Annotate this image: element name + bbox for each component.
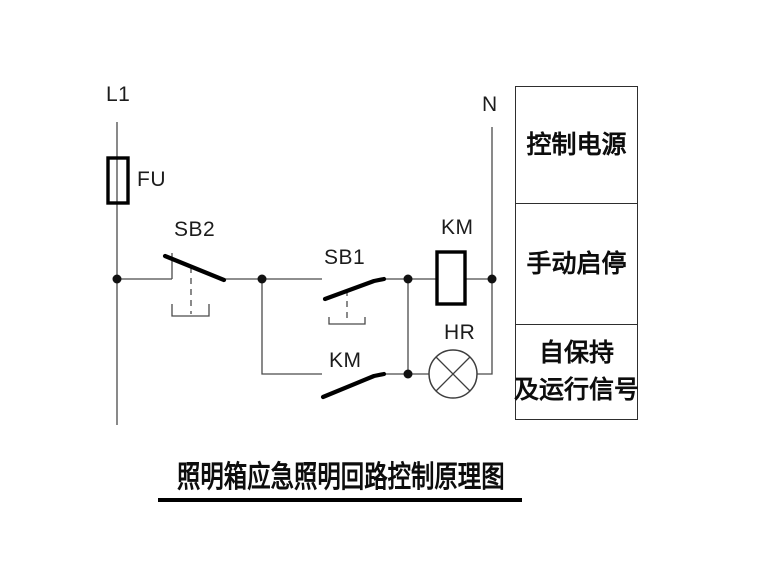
sb1-no-contact-blade <box>322 276 387 302</box>
phase-l1-label: L1 <box>106 83 131 106</box>
drawing-title: 照明箱应急照明回路控制原理图 <box>177 461 505 494</box>
indicator-lamp-symbol <box>428 349 478 399</box>
junction-dot <box>487 274 497 284</box>
sb2-nc-contact-blade <box>162 253 227 283</box>
table-row-self-hold-signal: 自保持 及运行信号 <box>514 324 640 418</box>
n-rail-wire <box>477 127 493 375</box>
contactor-coil-symbol <box>435 250 467 306</box>
table-cell-text: 及运行信号 <box>514 375 640 404</box>
lamp-label: HR <box>444 321 476 344</box>
neutral-n-label: N <box>482 93 498 116</box>
junction-dot <box>112 274 122 284</box>
table-row-manual-start-stop: 手动启停 <box>516 203 637 324</box>
km-no-contact-blade <box>320 371 387 400</box>
title-underline <box>158 498 522 502</box>
sb1-pushbutton-actuator <box>328 317 366 325</box>
junction-dot <box>403 274 413 284</box>
self-hold-branch-wire <box>261 279 322 375</box>
start-button-label: SB1 <box>324 246 366 269</box>
junction-dots <box>112 274 497 379</box>
table-cell-text: 手动启停 <box>526 249 627 278</box>
table-cell-text: 控制电源 <box>526 130 627 159</box>
junction-dot <box>257 274 267 284</box>
function-table: 控制电源 手动启停 自保持 及运行信号 <box>514 86 640 420</box>
contactor-contact-label: KM <box>329 349 362 372</box>
stop-button-label: SB2 <box>174 218 216 241</box>
fuse-label: FU <box>137 168 166 191</box>
table-cell-text: 自保持 <box>538 339 614 368</box>
sb2-pushbutton-actuator <box>171 304 210 317</box>
contactor-coil-label: KM <box>441 216 474 239</box>
junction-dot <box>403 369 413 379</box>
fuse-symbol <box>106 156 130 205</box>
table-row-control-power: 控制电源 <box>516 87 637 203</box>
